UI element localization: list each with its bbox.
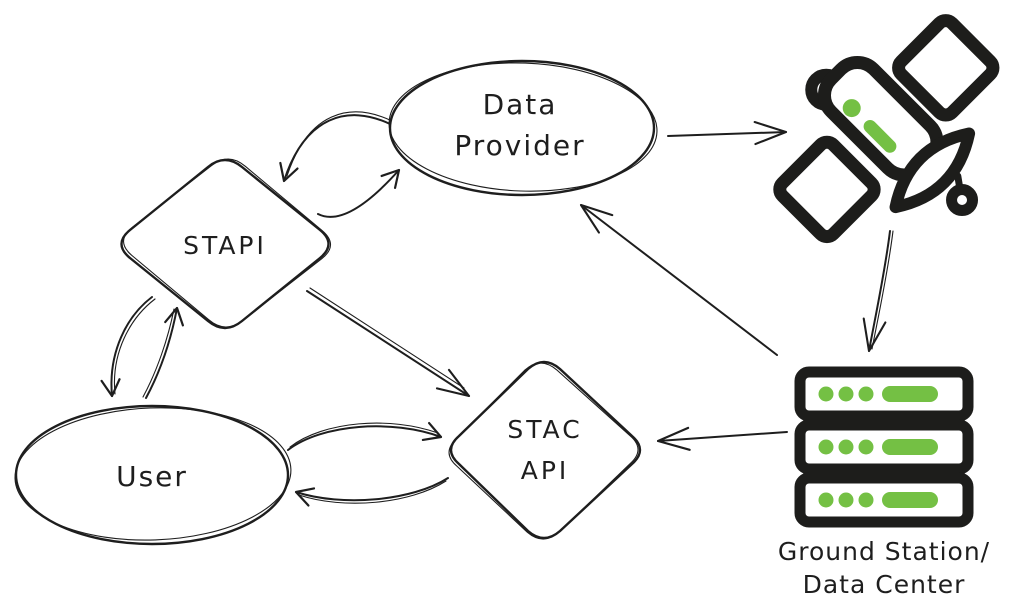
arrow-data-provider-to-stapi bbox=[279, 111, 393, 183]
arrow-data-provider-to-satellite bbox=[667, 121, 788, 146]
arrow-ground-station-to-data-provider bbox=[579, 203, 778, 356]
server-unit bbox=[794, 366, 974, 422]
arrow-satellite-to-ground-station bbox=[862, 230, 894, 353]
arrow-stapi-to-user bbox=[100, 296, 156, 398]
ground-station-caption-line2: Data Center bbox=[803, 570, 966, 599]
stac-api-label-line1: STAC bbox=[507, 415, 582, 444]
arrow-user-to-stapi bbox=[142, 306, 184, 399]
server-unit bbox=[794, 419, 974, 475]
node-stapi: STAPI bbox=[120, 158, 332, 330]
arrow-ground-station-to-stac-api bbox=[656, 426, 788, 451]
node-user: User bbox=[14, 404, 292, 546]
user-label: User bbox=[116, 460, 188, 493]
ground-station-caption-line1: Ground Station/ bbox=[778, 537, 990, 566]
satellite-icon bbox=[773, 14, 1000, 244]
data-provider-label-line1: Data bbox=[483, 88, 558, 121]
arrow-stapi-to-stac-api bbox=[306, 287, 471, 398]
data-provider-label-line2: Provider bbox=[454, 129, 585, 162]
arrow-stapi-to-data-provider bbox=[317, 168, 401, 218]
server-unit bbox=[794, 472, 974, 528]
stac-api-label-line2: API bbox=[521, 456, 570, 485]
stapi-label: STAPI bbox=[183, 231, 267, 260]
ground-station-caption: Ground Station/ Data Center bbox=[778, 537, 990, 599]
node-data-provider: Data Provider bbox=[388, 59, 658, 197]
arrow-stac-api-to-user bbox=[294, 477, 449, 507]
node-stac-api: STAC API bbox=[448, 360, 642, 540]
server-rack-icon bbox=[794, 366, 974, 528]
arrow-user-to-stac-api bbox=[287, 421, 443, 451]
